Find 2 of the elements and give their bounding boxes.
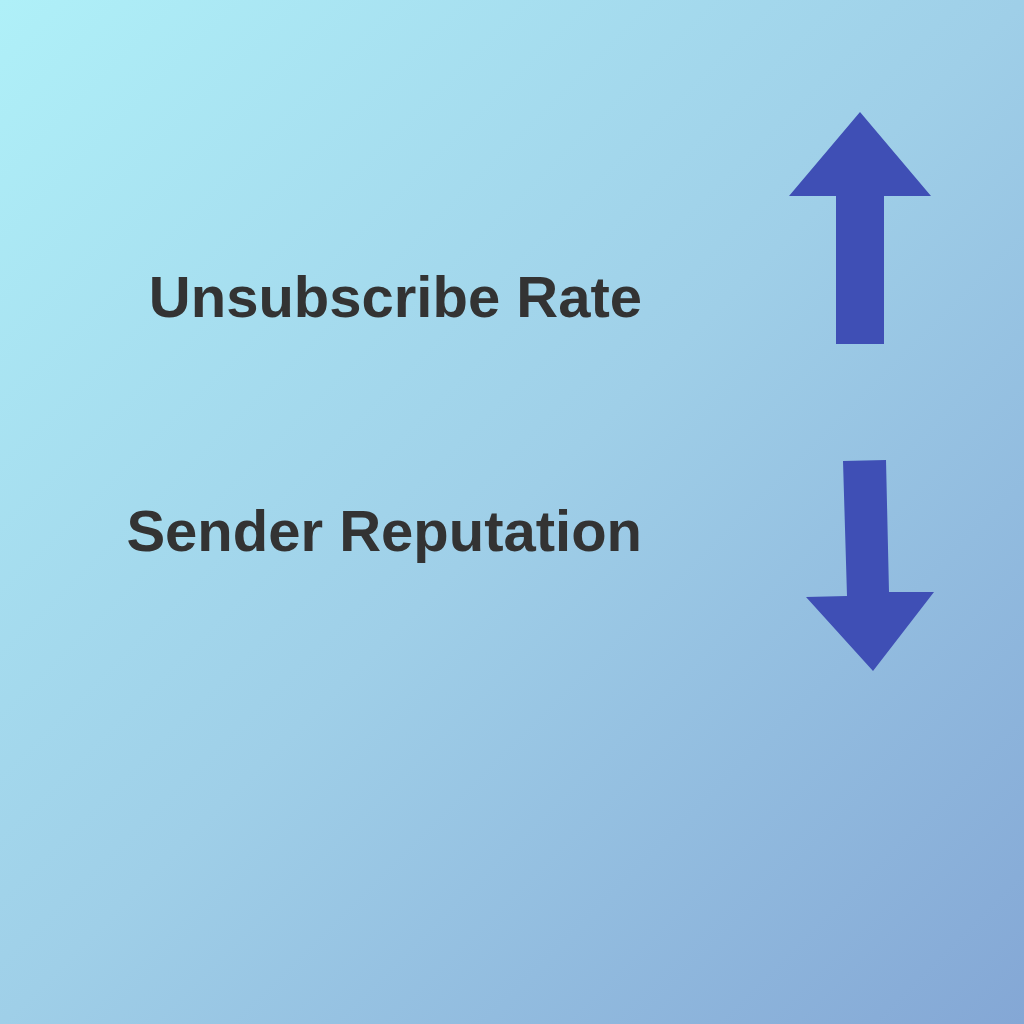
label-text: Sender Reputation [126, 497, 642, 565]
label-text: Unsubscribe Rate [148, 263, 642, 331]
